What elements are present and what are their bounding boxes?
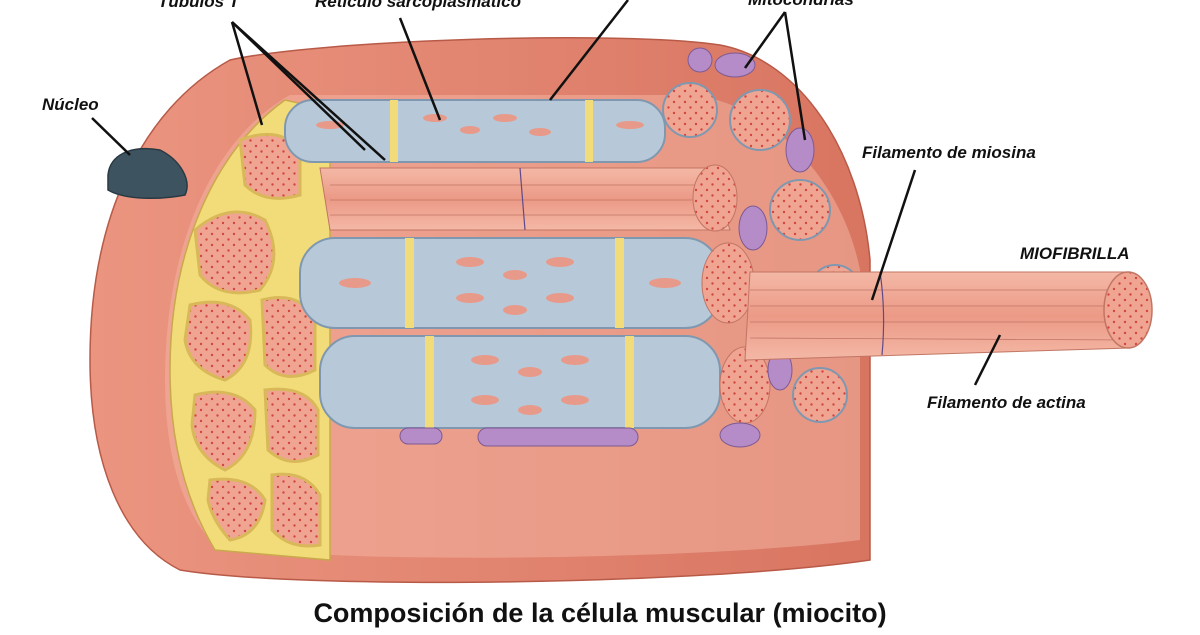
label-filamento-actina: Filamento de actina bbox=[927, 393, 1086, 412]
label-nucleo: Núcleo bbox=[42, 95, 99, 114]
figure-caption: Composición de la célula muscular (mioci… bbox=[313, 598, 887, 628]
myofibril-row-middle bbox=[299, 237, 755, 329]
label-tubulos-t: Túbulos T bbox=[158, 0, 240, 11]
leader-lines bbox=[91, 0, 1002, 386]
nucleus bbox=[107, 148, 188, 200]
myofibril-row-bottom bbox=[319, 335, 771, 429]
label-mitocondrias: Mitocondrias bbox=[748, 0, 854, 10]
myofibril-exposed-top bbox=[319, 164, 738, 232]
myofibril-row-top bbox=[284, 99, 666, 163]
label-reticulo-sarcoplasmatico: Retículo sarcoplasmático bbox=[315, 0, 521, 11]
mitochondria-group bbox=[399, 52, 815, 448]
label-miofibrilla: MIOFIBRILLA bbox=[1020, 244, 1130, 263]
label-filamento-miosina: Filamento de miosina bbox=[862, 143, 1036, 162]
cross-section-face bbox=[169, 99, 331, 561]
extended-myofibril bbox=[744, 271, 1153, 361]
